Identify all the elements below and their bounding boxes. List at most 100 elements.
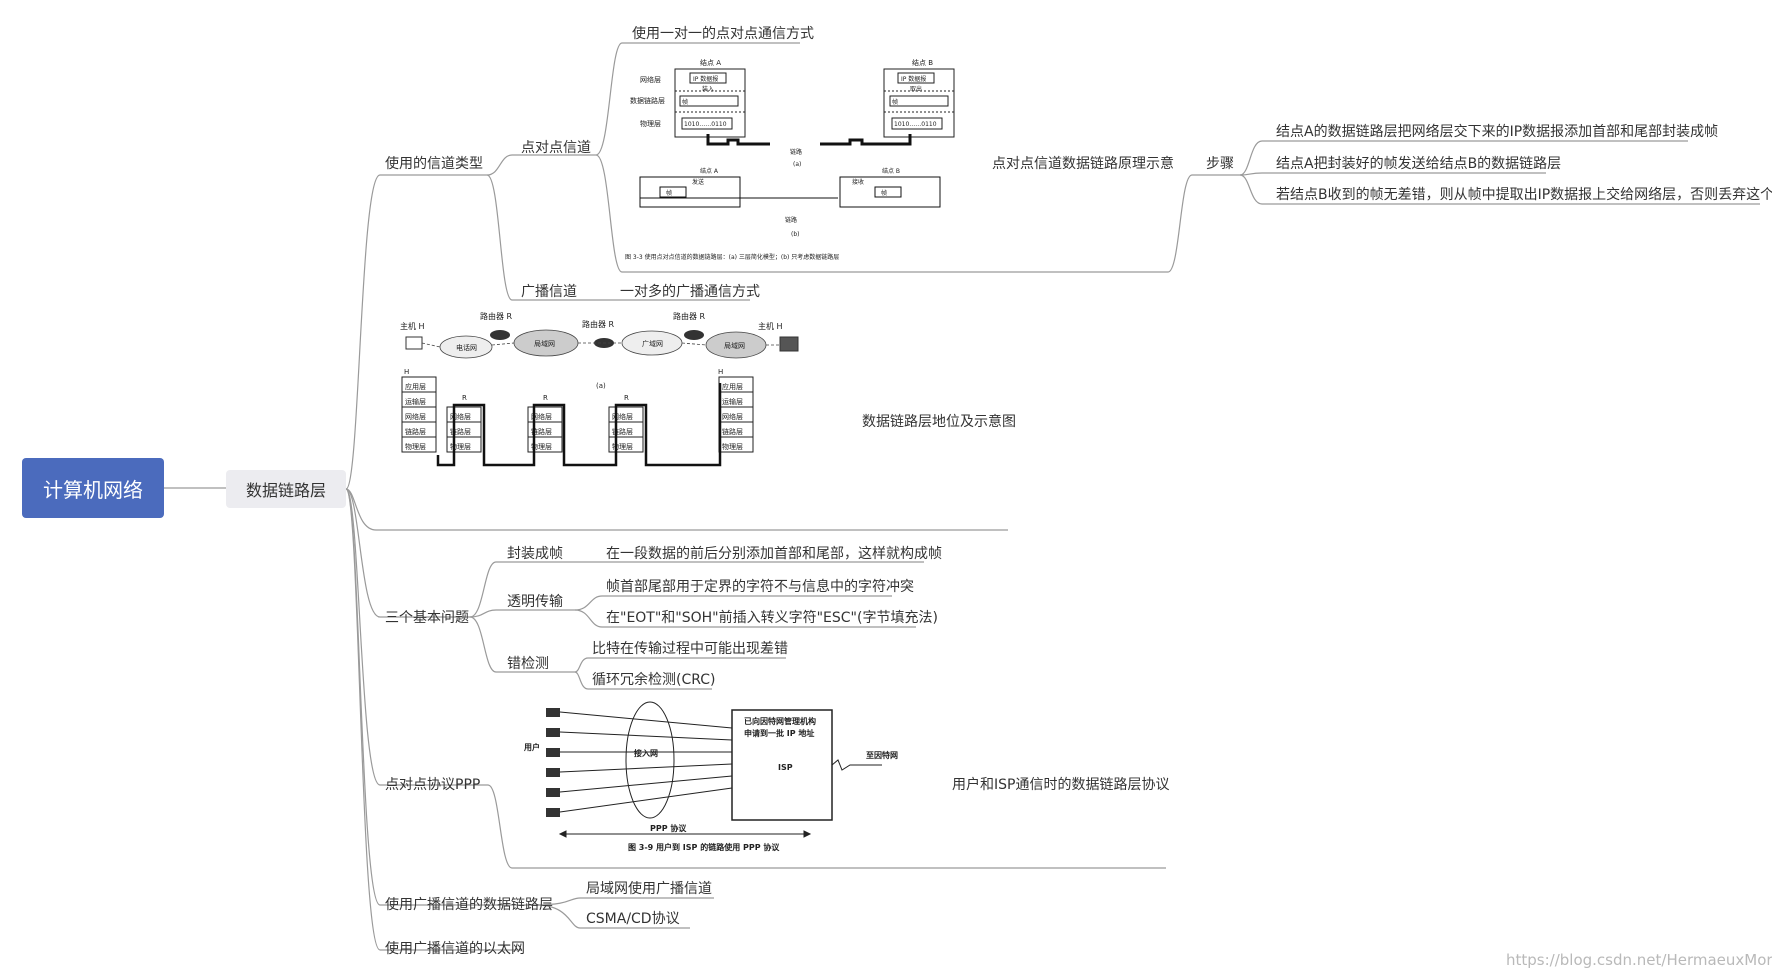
fig1-frame-b: 帧 <box>892 98 898 106</box>
fig1-frame-a: 帧 <box>682 98 688 106</box>
node-steps[interactable]: 步骤 <box>1206 156 1234 172</box>
fig2-r3-net: 网络层 <box>612 412 633 421</box>
node-p2p-diagram-label[interactable]: 点对点信道数据链路原理示意 <box>992 156 1174 172</box>
node-broadcast-dll[interactable]: 使用广播信道的数据链路层 <box>385 897 553 913</box>
fig2-host2: 主机 H <box>758 321 783 331</box>
fig1-send: 发送 <box>692 178 704 186</box>
fig2-lan-2: 局域网 <box>724 341 745 350</box>
fig2-r1-phy: 物理层 <box>450 442 471 451</box>
node-data-link-layer[interactable]: 数据链路层 <box>226 470 346 508</box>
fig2-r1: R <box>462 394 467 402</box>
watermark: https://blog.csdn.net/HermaeuxMora <box>1506 951 1772 969</box>
fig3-isp-line1: 已向因特网管理机构 <box>744 716 816 726</box>
fig3-isp: ISP <box>778 763 793 772</box>
node-step-3[interactable]: 若结点B收到的帧无差错，则从帧中提取出IP数据报上交给网络层，否则丢弃这个帧 <box>1276 187 1772 203</box>
fig1-link-a: 链路 <box>790 148 802 156</box>
fig1-node-b: 结点 B <box>912 58 933 67</box>
fig1-b-frame-b: 帧 <box>881 189 887 197</box>
node-channel-types[interactable]: 使用的信道类型 <box>385 156 483 172</box>
node-framing-item[interactable]: 在一段数据的前后分别添加首部和尾部，这样就构成帧 <box>606 546 942 562</box>
stack-layer-box <box>446 436 482 453</box>
fig1-b-node-a: 结点 A <box>700 167 719 175</box>
fig2-h1-net: 网络层 <box>405 412 426 421</box>
node-error-detect[interactable]: 错检测 <box>507 656 549 672</box>
fig2-router2: 路由器 R <box>582 319 615 329</box>
fig1-sub-b: (b) <box>791 231 800 238</box>
fig2-sub-a: (a) <box>596 382 606 390</box>
fig2-r3: R <box>624 394 629 402</box>
fig3-ppp-protocol: PPP 协议 <box>650 823 687 833</box>
fig2-r1-net: 网络层 <box>450 412 471 421</box>
fig1-caption: 图 3-3 使用点对点信道的数据链路层：(a) 三层简化模型；(b) 只考虑数据… <box>625 253 839 261</box>
fig2-host1: 主机 H <box>400 321 425 331</box>
fig2-wan: 广域网 <box>642 339 663 348</box>
fig1-b-frame-a: 帧 <box>666 189 672 197</box>
fig3-users: 用户 <box>523 742 540 752</box>
node-ethernet[interactable]: 使用广播信道的以太网 <box>385 941 525 957</box>
fig2-h1-trans: 运输层 <box>405 397 426 406</box>
fig2-h1-app: 应用层 <box>405 382 426 391</box>
node-error-item-2[interactable]: 循环冗余检测(CRC) <box>592 672 716 688</box>
node-csma-cd[interactable]: CSMA/CD协议 <box>586 911 680 927</box>
fig2-h2-dll: 链路层 <box>722 427 743 436</box>
fig1-dll-label: 数据链路层 <box>630 96 665 105</box>
fig1-load-in: 装入 <box>702 85 714 93</box>
fig3-access-net: 接入网 <box>634 748 658 758</box>
fig3-caption: 图 3-9 用户到 ISP 的链路使用 PPP 协议 <box>628 842 780 852</box>
fig2-phone-net: 电话网 <box>456 343 477 352</box>
fig2-r1-dll: 链路层 <box>450 427 471 436</box>
fig2-r3-phy: 物理层 <box>612 442 633 451</box>
fig2-h2-phy: 物理层 <box>722 442 743 451</box>
fig1-ip-a: IP 数据报 <box>693 75 718 83</box>
fig2-router3: 路由器 R <box>673 311 706 321</box>
fig1-phy-label: 物理层 <box>640 119 661 128</box>
fig3-isp-line2: 申请到一批 IP 地址 <box>744 728 814 738</box>
fig2-h2-net: 网络层 <box>722 412 743 421</box>
fig2-h2-trans: 运输层 <box>722 397 743 406</box>
fig1-net-label: 网络层 <box>640 75 661 84</box>
node-transparent-item-1[interactable]: 帧首部尾部用于定界的字符不与信息中的字符冲突 <box>606 579 914 595</box>
fig1-node-a: 结点 A <box>700 58 721 67</box>
fig2-r2: R <box>543 394 548 402</box>
node-position-label[interactable]: 数据链路层地位及示意图 <box>862 414 1016 430</box>
figure-dll-position: 主机 H 路由器 R 路由器 R 路由器 R 主机 H 电话网 局域网 广域网 … <box>400 311 799 467</box>
node-ppp-desc[interactable]: 用户和ISP通信时的数据链路层协议 <box>952 777 1170 793</box>
fig2-h1: H <box>404 368 409 376</box>
node-transparent-item-2[interactable]: 在"EOT"和"SOH"前插入转义字符"ESC"(字节填充法) <box>606 610 938 626</box>
fig2-r2-phy: 物理层 <box>531 442 552 451</box>
node-p2p-channel[interactable]: 点对点信道 <box>521 140 591 156</box>
fig1-link-b: 链路 <box>785 216 797 224</box>
node-broadcast-mode[interactable]: 一对多的广播通信方式 <box>620 284 760 300</box>
fig2-r3-dll: 链路层 <box>612 427 633 436</box>
fig2-h2: H <box>718 368 723 376</box>
node-p2p-mode[interactable]: 使用一对一的点对点通信方式 <box>632 26 814 42</box>
fig2-h2-app: 应用层 <box>722 382 743 391</box>
fig2-lan-1: 局域网 <box>534 339 555 348</box>
fig2-r2-net: 网络层 <box>531 412 552 421</box>
node-ppp[interactable]: 点对点协议PPP <box>385 777 481 793</box>
node-step-1[interactable]: 结点A的数据链路层把网络层交下来的IP数据报添加首部和尾部封装成帧 <box>1276 124 1719 140</box>
fig1-take-out: 取出 <box>910 85 922 93</box>
fig1-recv: 接收 <box>852 178 864 186</box>
fig1-bits-a: 1010……0110 <box>684 121 727 128</box>
root-node[interactable]: 计算机网络 <box>22 458 164 518</box>
fig1-sub-a: (a) <box>793 161 801 168</box>
node-transparent[interactable]: 透明传输 <box>507 594 563 610</box>
node-lan-broadcast[interactable]: 局域网使用广播信道 <box>586 881 712 897</box>
fig2-r2-dll: 链路层 <box>531 427 552 436</box>
node-error-item-1[interactable]: 比特在传输过程中可能出现差错 <box>592 641 788 657</box>
node-three-problems[interactable]: 三个基本问题 <box>385 610 469 626</box>
fig1-b-node-b: 结点 B <box>882 167 900 175</box>
fig1-ip-b: IP 数据报 <box>901 75 926 83</box>
node-step-2[interactable]: 结点A把封装好的帧发送给结点B的数据链路层 <box>1276 156 1562 172</box>
node-broadcast-channel[interactable]: 广播信道 <box>521 284 577 300</box>
stack-layer-box <box>527 436 563 453</box>
figure-p2p-link: 结点 A 结点 B 网络层 数据链路层 物理层 IP 数据报 IP 数据报 装入… <box>625 58 955 261</box>
figure-ppp: 用户 接入网 已向因特网管理机构 申请到一批 IP 地址 ISP 至因特网 PP… <box>523 701 898 852</box>
stack-layer-box <box>608 436 644 453</box>
fig2-router1: 路由器 R <box>480 311 513 321</box>
node-framing[interactable]: 封装成帧 <box>507 546 563 562</box>
stack-layer-box <box>401 436 437 453</box>
fig2-h1-dll: 链路层 <box>405 427 426 436</box>
